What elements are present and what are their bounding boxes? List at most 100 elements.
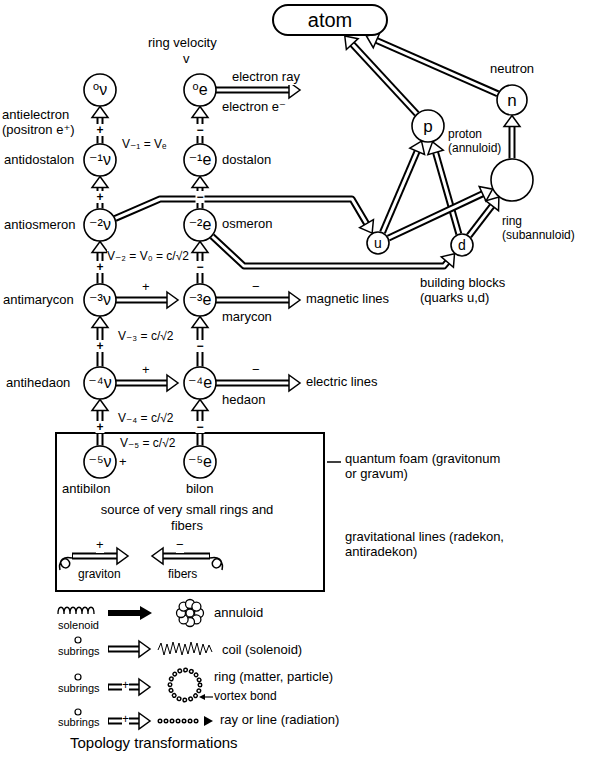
text-label: dostalon bbox=[222, 153, 271, 168]
charge-sign: − bbox=[195, 191, 204, 203]
connector-arrowhead bbox=[192, 400, 208, 411]
particle-connector bbox=[92, 177, 108, 209]
connector-label-anchor: − bbox=[195, 340, 204, 352]
arrow-shaft bbox=[161, 553, 210, 560]
arrow-head bbox=[117, 548, 128, 564]
label-anchor: dostalon bbox=[222, 153, 271, 168]
text-label: subrings bbox=[58, 645, 100, 658]
text-label: fibers bbox=[168, 568, 197, 582]
particle-symbol: d bbox=[458, 238, 466, 252]
label-anchor: subrings bbox=[58, 682, 100, 695]
text-label: quantum foam (gravitonum or gravum) bbox=[345, 452, 515, 482]
text-label: V₋₂ = V₀ = c/√2 bbox=[107, 250, 189, 264]
label-anchor: hedaon bbox=[222, 393, 265, 408]
text-label: magnetic lines bbox=[306, 292, 389, 307]
circle-shape bbox=[491, 159, 533, 201]
connector-arrowhead bbox=[360, 220, 374, 234]
label-anchor: + bbox=[142, 363, 150, 378]
circle-shape bbox=[184, 367, 216, 399]
circle-shape bbox=[451, 234, 473, 256]
charge-sign: + bbox=[95, 421, 104, 433]
particle-circle: n bbox=[496, 84, 528, 116]
leader-line bbox=[327, 461, 341, 463]
charge-sign: + bbox=[122, 713, 129, 727]
charge-sign: + bbox=[95, 340, 104, 352]
connector-outline bbox=[469, 204, 493, 236]
particle-circle: ⁰ν bbox=[83, 73, 117, 107]
particle-connector bbox=[192, 400, 208, 446]
arrow-shaft bbox=[216, 382, 291, 385]
connector-arrowhead bbox=[92, 242, 108, 253]
circle-shape bbox=[84, 144, 116, 176]
label-anchor: − bbox=[252, 280, 260, 295]
charge-sign: + bbox=[95, 261, 104, 273]
label-anchor: electron e⁻ bbox=[222, 100, 286, 115]
arrow-head bbox=[204, 716, 213, 726]
connector-outline bbox=[375, 40, 498, 94]
arrow-shaft bbox=[161, 555, 209, 558]
label-anchor: coil (solenoid) bbox=[222, 643, 302, 658]
connector-arrowhead bbox=[192, 317, 208, 328]
text-label: Topology transformations bbox=[70, 734, 238, 751]
text-label: annuloid bbox=[214, 606, 263, 621]
connector-arrowhead bbox=[192, 107, 208, 118]
arrow-shaft bbox=[116, 297, 169, 304]
label-anchor: bilon bbox=[186, 482, 213, 497]
label-anchor: V₋₄ = c/√2 bbox=[118, 412, 174, 426]
particle-circle: ⁻⁵ν bbox=[83, 445, 117, 479]
text-label: electron ray bbox=[232, 70, 300, 85]
arrow-shaft bbox=[108, 646, 141, 653]
label-anchor: electric lines bbox=[306, 375, 378, 390]
label-anchor: subrings bbox=[58, 716, 100, 729]
label-anchor: + bbox=[119, 455, 127, 470]
label-anchor: subrings bbox=[58, 645, 100, 658]
particle-circle: d bbox=[450, 233, 474, 257]
connector-arrowhead bbox=[504, 116, 520, 127]
particle-circle: ⁻¹ν bbox=[83, 143, 117, 177]
connector-core bbox=[375, 40, 498, 94]
label-anchor: V₋₃ = c/√2 bbox=[118, 330, 174, 344]
label-anchor: ring velocity bbox=[148, 36, 217, 51]
label-anchor: solenoid bbox=[58, 619, 99, 632]
label-anchor: fibers bbox=[168, 568, 197, 582]
connector-core bbox=[212, 236, 449, 266]
ring-circle: ring (subannuloid) bbox=[490, 158, 534, 202]
label-anchor: building blocks (quarks u,d) bbox=[420, 276, 530, 306]
label-anchor: antihedaon bbox=[6, 376, 70, 391]
label-anchor: Topology transformations bbox=[70, 734, 238, 751]
ray-picture bbox=[160, 720, 202, 722]
label-anchor: antidostalon bbox=[4, 153, 74, 168]
particle-symbol: u bbox=[374, 236, 382, 250]
text-label: antimarycon bbox=[3, 293, 74, 308]
particle-circle: ⁻²e bbox=[183, 208, 217, 242]
box-note: source of very small rings and fibers bbox=[87, 502, 287, 533]
connector-label-anchor: + bbox=[95, 191, 104, 203]
connector-outline bbox=[435, 151, 459, 234]
circle-shape bbox=[184, 74, 216, 106]
connector-label-anchor: + bbox=[95, 421, 104, 433]
circle-shape bbox=[184, 209, 216, 241]
label-anchor: marycon bbox=[222, 310, 272, 325]
connector-label-anchor: + bbox=[95, 340, 104, 352]
arrow-head bbox=[140, 606, 152, 620]
label-anchor: proton (annuloid) bbox=[448, 128, 506, 156]
arrow-head bbox=[167, 292, 178, 308]
particle-connector bbox=[92, 317, 108, 367]
particle-symbol: ⁻³e bbox=[189, 292, 212, 308]
arrow-shaft bbox=[116, 380, 169, 387]
circle-shape bbox=[84, 74, 116, 106]
circle-shape bbox=[412, 110, 444, 142]
charge-sign: + bbox=[95, 124, 104, 136]
arrow-shaft bbox=[109, 648, 141, 651]
arrow-shaft bbox=[216, 380, 291, 387]
charge-sign: + bbox=[142, 363, 150, 378]
connector-arrowhead bbox=[92, 107, 108, 118]
label-anchor: V₋₂ = V₀ = c/√2 bbox=[107, 250, 189, 264]
solenoid-icon bbox=[58, 607, 94, 614]
connector-core bbox=[435, 151, 459, 234]
label-anchor: antiosmeron bbox=[4, 218, 76, 233]
ring-picture bbox=[170, 670, 200, 700]
particle-symbol: p bbox=[423, 118, 432, 135]
connector-arrowhead bbox=[192, 177, 208, 188]
